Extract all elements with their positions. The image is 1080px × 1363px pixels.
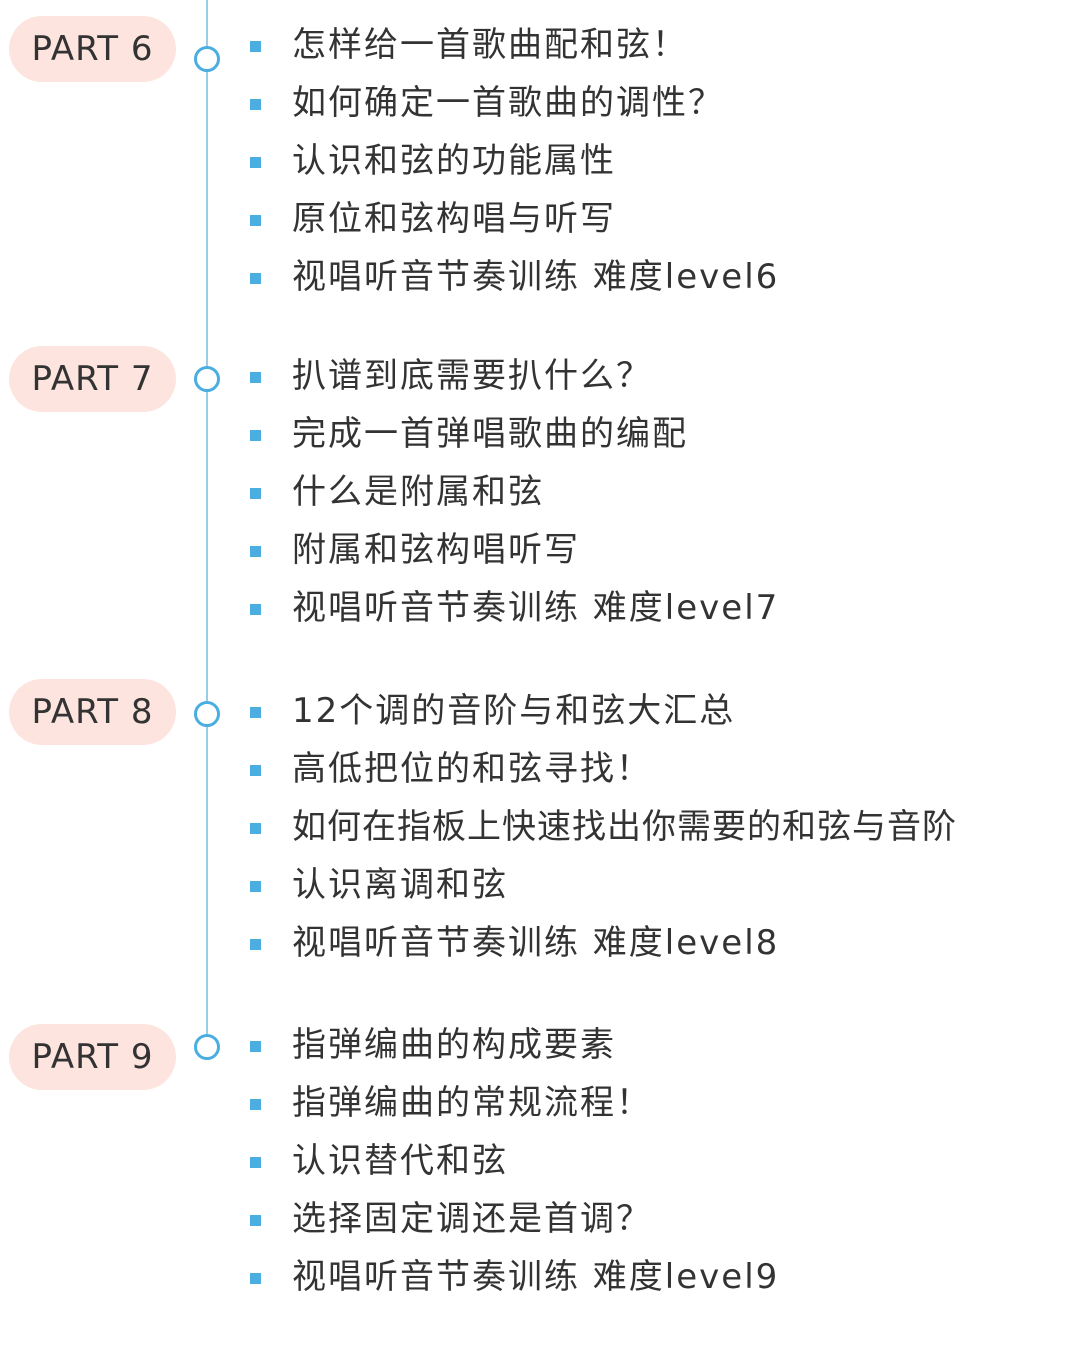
topic-item: 认识替代和弦 <box>246 1132 1080 1190</box>
square-bullet-icon <box>250 765 261 776</box>
timeline-line <box>206 0 208 1040</box>
topic-text: 认识离调和弦 <box>292 865 508 905</box>
topic-item: 视唱听音节奏训练 难度level9 <box>246 1248 1080 1306</box>
topic-item: 指弹编曲的构成要素 <box>246 1016 1080 1074</box>
topic-text: 视唱听音节奏训练 难度level6 <box>292 257 780 297</box>
topic-item: 如何在指板上快速找出你需要的和弦与音阶 <box>246 798 1080 856</box>
topic-text: 高低把位的和弦寻找！ <box>292 749 652 789</box>
part-badge: PART 6 <box>9 16 176 82</box>
square-bullet-icon <box>250 707 261 718</box>
topic-item: 视唱听音节奏训练 难度level7 <box>246 579 1080 637</box>
square-bullet-icon <box>250 99 261 110</box>
square-bullet-icon <box>250 430 261 441</box>
part-badge: PART 7 <box>9 346 176 412</box>
topic-text: 附属和弦构唱听写 <box>292 530 580 570</box>
square-bullet-icon <box>250 546 261 557</box>
topic-text: 如何确定一首歌曲的调性？ <box>292 83 724 123</box>
topic-text: 12个调的音阶与和弦大汇总 <box>292 691 736 731</box>
topic-item: 12个调的音阶与和弦大汇总 <box>246 682 1080 740</box>
square-bullet-icon <box>250 1041 261 1052</box>
square-bullet-icon <box>250 157 261 168</box>
square-bullet-icon <box>250 372 261 383</box>
topic-item: 指弹编曲的常规流程！ <box>246 1074 1080 1132</box>
topic-item: 扒谱到底需要扒什么？ <box>246 347 1080 405</box>
topic-text: 指弹编曲的常规流程！ <box>292 1083 652 1123</box>
part-badge: PART 8 <box>9 679 176 745</box>
topic-text: 怎样给一首歌曲配和弦！ <box>292 25 688 65</box>
topic-item: 附属和弦构唱听写 <box>246 521 1080 579</box>
square-bullet-icon <box>250 604 261 615</box>
topic-item: 完成一首弹唱歌曲的编配 <box>246 405 1080 463</box>
topic-item: 原位和弦构唱与听写 <box>246 190 1080 248</box>
topic-text: 指弹编曲的构成要素 <box>292 1025 616 1065</box>
topic-text: 视唱听音节奏训练 难度level9 <box>292 1257 780 1297</box>
topic-text: 认识替代和弦 <box>292 1141 508 1181</box>
topic-item: 选择固定调还是首调？ <box>246 1190 1080 1248</box>
topic-item: 视唱听音节奏训练 难度level8 <box>246 914 1080 972</box>
topic-text: 原位和弦构唱与听写 <box>292 199 616 239</box>
topic-item: 视唱听音节奏训练 难度level6 <box>246 248 1080 306</box>
topic-text: 认识和弦的功能属性 <box>292 141 616 181</box>
topic-item: 认识离调和弦 <box>246 856 1080 914</box>
square-bullet-icon <box>250 273 261 284</box>
topic-text: 如何在指板上快速找出你需要的和弦与音阶 <box>292 807 957 847</box>
square-bullet-icon <box>250 881 261 892</box>
square-bullet-icon <box>250 215 261 226</box>
topic-item: 怎样给一首歌曲配和弦！ <box>246 16 1080 74</box>
square-bullet-icon <box>250 41 261 52</box>
topic-item: 什么是附属和弦 <box>246 463 1080 521</box>
topic-text: 完成一首弹唱歌曲的编配 <box>292 414 688 454</box>
topic-text: 扒谱到底需要扒什么？ <box>292 356 652 396</box>
square-bullet-icon <box>250 1273 261 1284</box>
part-badge: PART 9 <box>9 1024 176 1090</box>
timeline-node-icon <box>194 701 220 727</box>
topic-item: 高低把位的和弦寻找！ <box>246 740 1080 798</box>
timeline-node-icon <box>194 1034 220 1060</box>
topic-text: 视唱听音节奏训练 难度level8 <box>292 923 780 963</box>
topic-text: 视唱听音节奏训练 难度level7 <box>292 588 780 628</box>
square-bullet-icon <box>250 1099 261 1110</box>
topic-text: 什么是附属和弦 <box>292 472 544 512</box>
square-bullet-icon <box>250 939 261 950</box>
square-bullet-icon <box>250 823 261 834</box>
topic-item: 如何确定一首歌曲的调性？ <box>246 74 1080 132</box>
square-bullet-icon <box>250 488 261 499</box>
topic-item: 认识和弦的功能属性 <box>246 132 1080 190</box>
topic-text: 选择固定调还是首调？ <box>292 1199 652 1239</box>
timeline-node-icon <box>194 46 220 72</box>
square-bullet-icon <box>250 1215 261 1226</box>
timeline-node-icon <box>194 366 220 392</box>
square-bullet-icon <box>250 1157 261 1168</box>
